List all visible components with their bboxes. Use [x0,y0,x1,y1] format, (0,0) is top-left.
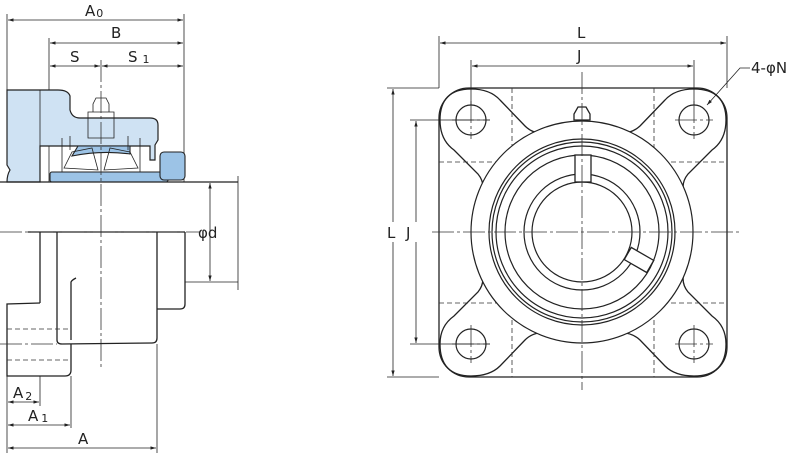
label-A: A [78,430,89,448]
label-A0: A0 [85,2,103,20]
set-screw-top [574,154,592,183]
housing-section [6,89,159,183]
set-screw-angled [623,246,655,274]
label-B: B [111,24,121,42]
label-S: S [70,48,80,66]
label-J-top: J [576,47,581,65]
inner-ring [49,171,169,183]
label-L-left: L [387,224,396,242]
set-screw-collar [159,151,186,181]
label-d: φd [198,224,217,242]
flange-outline [438,87,728,378]
label-L-top: L [577,24,586,42]
label-J-left: J [405,224,410,242]
bolt-hole-leader [706,67,750,106]
label-bolt-holes: 4-φN [751,59,787,77]
front-view: L J L J 4-φN [385,24,787,390]
grease-nipple [87,97,115,139]
